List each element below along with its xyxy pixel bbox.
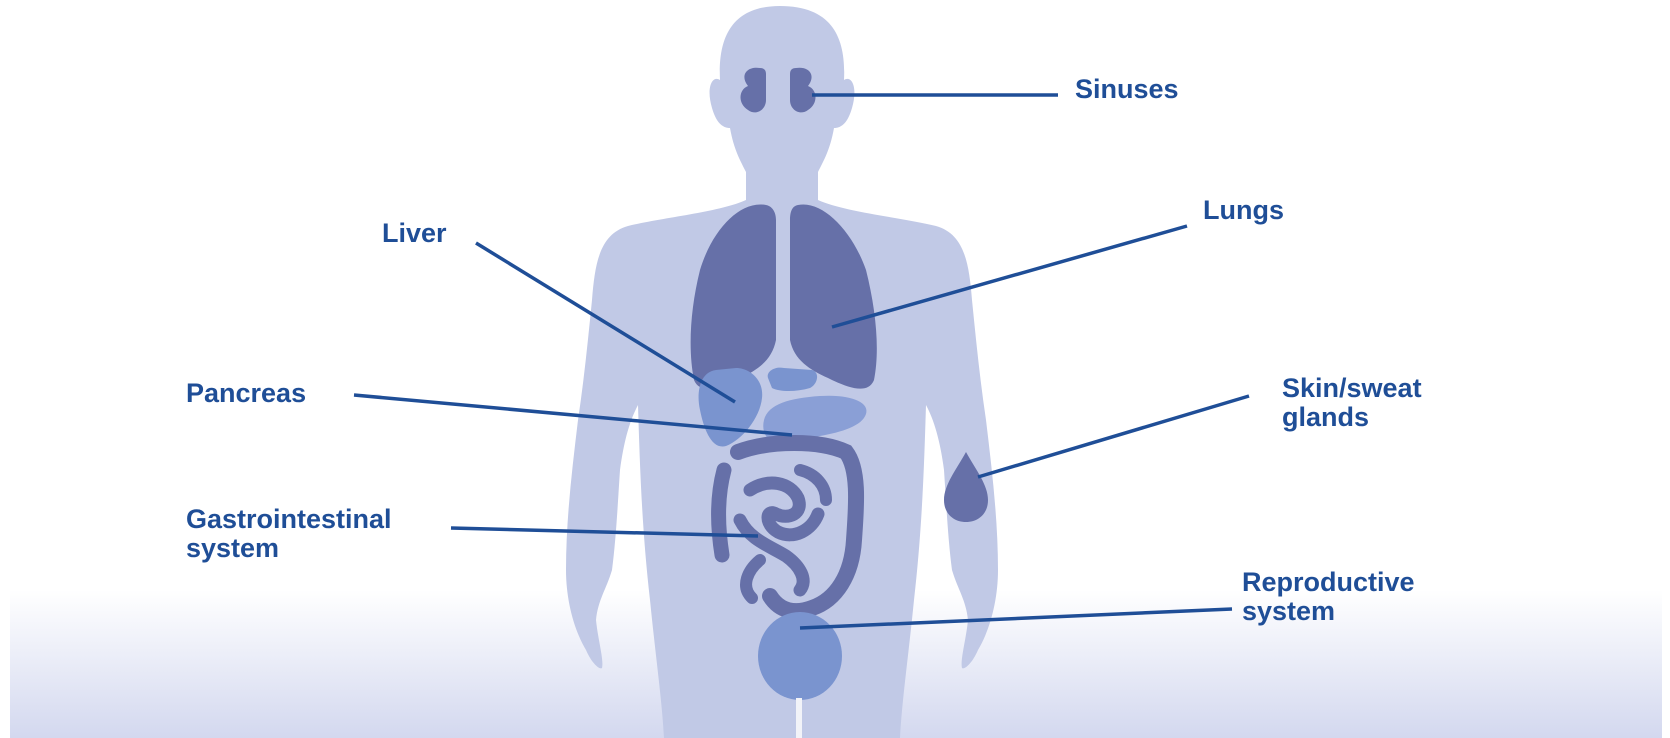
skin-leader-line	[978, 396, 1249, 477]
label-gi-line2: system	[186, 534, 392, 563]
label-liver: Liver	[382, 219, 447, 248]
label-liver-text: Liver	[382, 219, 447, 248]
label-skin-sweat-glands: Skin/sweat glands	[1282, 374, 1422, 432]
label-lungs-text: Lungs	[1203, 196, 1284, 225]
label-gastrointestinal-system: Gastrointestinal system	[186, 505, 392, 563]
label-pancreas-text: Pancreas	[186, 379, 306, 408]
label-sinuses: Sinuses	[1075, 75, 1179, 104]
label-gi-line1: Gastrointestinal	[186, 505, 392, 534]
urethra-icon	[796, 698, 802, 738]
label-repro-line1: Reproductive	[1242, 568, 1415, 597]
label-repro-line2: system	[1242, 597, 1415, 626]
label-reproductive-system: Reproductive system	[1242, 568, 1415, 626]
label-skin-line2: glands	[1282, 403, 1422, 432]
label-lungs: Lungs	[1203, 196, 1284, 225]
stomach-icon	[768, 368, 817, 391]
label-sinuses-text: Sinuses	[1075, 75, 1179, 104]
label-skin-line1: Skin/sweat	[1282, 374, 1422, 403]
label-pancreas: Pancreas	[186, 379, 306, 408]
